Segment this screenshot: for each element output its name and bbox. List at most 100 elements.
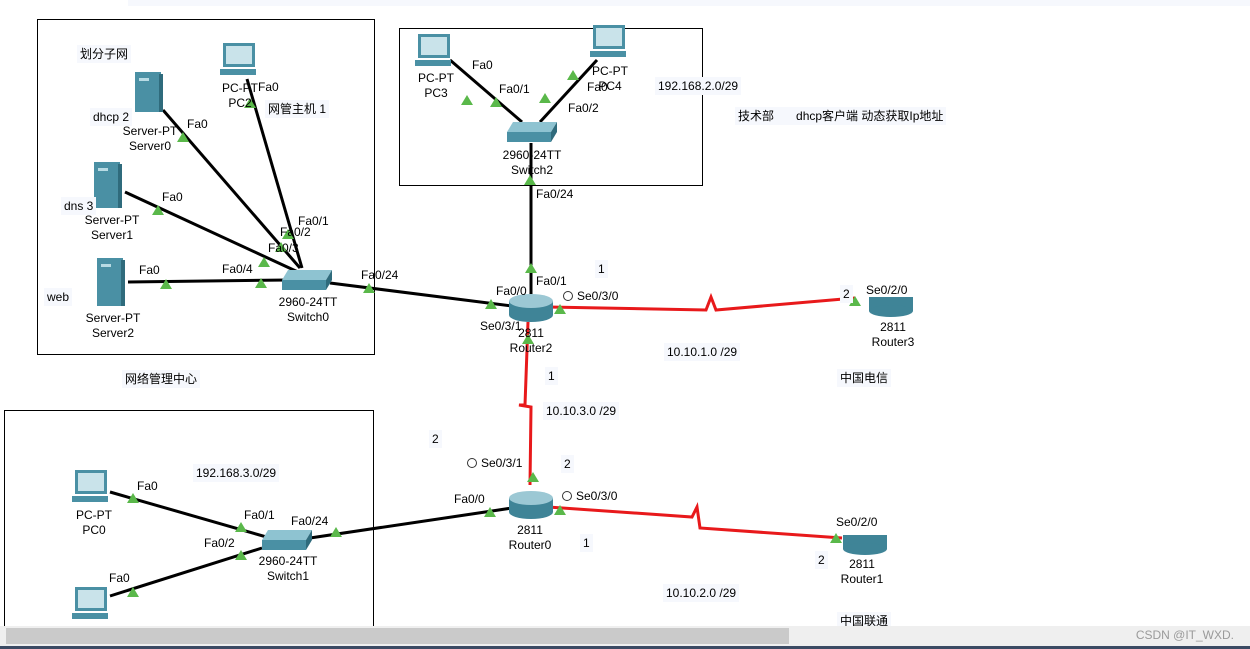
port-label: Fa0/0 (496, 284, 527, 298)
cluster-lan-192-168-3 (4, 410, 374, 641)
port-up-marker (363, 283, 375, 293)
port-up-marker (275, 242, 287, 252)
links-layer (109, 58, 861, 598)
server-icon[interactable] (133, 70, 165, 114)
pc-icon[interactable] (590, 24, 630, 60)
port-up-marker (525, 263, 537, 273)
server-icon[interactable] (92, 160, 124, 210)
port-up-marker (244, 98, 256, 108)
note-host-num: 2 (840, 285, 853, 303)
link-router2-router3 (547, 292, 856, 312)
port-label: Fa0/24 (291, 514, 329, 528)
port-label: Se0/3/0 (562, 489, 617, 503)
port-label: Fa0 (139, 263, 160, 277)
note-lan2-subnet: 192.168.2.0/29 (655, 77, 742, 95)
link-server0-switch0 (161, 109, 302, 269)
link-server1-switch0 (124, 190, 299, 274)
note-unicom: 中国联通 (837, 612, 892, 630)
clock-icon (467, 458, 477, 468)
pc-icon[interactable] (72, 469, 112, 505)
port-up-marker (490, 97, 502, 107)
port-label: Fa0/1 (244, 508, 275, 522)
note-lan3-subnet: 192.168.3.0/29 (193, 464, 280, 482)
note-host-num: 2 (429, 430, 442, 448)
server-icon[interactable] (95, 256, 127, 308)
note-wan3-subnet: 10.10.3.0 /29 (543, 402, 620, 420)
link-switch1-router0 (309, 506, 513, 540)
clock-icon (563, 291, 573, 301)
note-dns-server: dns 3 (61, 197, 97, 215)
router-icon[interactable] (842, 533, 888, 557)
port-up-marker (235, 522, 247, 532)
link-switch0-router2 (329, 281, 513, 308)
port-label: Fa0/0 (454, 492, 485, 506)
port-up-marker (554, 505, 566, 515)
note-admin-host: 网管主机 1 (265, 100, 330, 118)
port-label: Fa0/1 (536, 274, 567, 288)
port-up-marker (539, 93, 551, 103)
note-telecom: 中国电信 (837, 369, 892, 387)
port-label: Se0/2/0 (866, 283, 908, 297)
link-pc3-switch2 (449, 58, 523, 124)
port-up-marker (177, 132, 189, 142)
port-label: Se0/2/0 (836, 515, 878, 529)
port-up-marker (849, 296, 861, 306)
port-label: Fa0/1 (499, 82, 530, 96)
port-up-marker (527, 472, 539, 482)
port-up-marker (484, 507, 496, 517)
link-router0-router1 (547, 502, 843, 540)
note-subnet-plan: 划分子网 (77, 45, 132, 63)
scrollbar-thumb[interactable] (6, 628, 789, 644)
note-host-num: 1 (580, 534, 593, 552)
port-label: Fa0/4 (222, 262, 253, 276)
port-label: Fa0/3 (268, 241, 299, 255)
switch-icon[interactable] (262, 528, 314, 552)
note-dhcp-server: dhcp 2 (90, 108, 133, 126)
note-host-num: 1 (545, 367, 558, 385)
link-pc2-switch0 (245, 78, 304, 269)
cluster-tech-department (399, 28, 703, 186)
port-up-marker (258, 257, 270, 267)
router-icon[interactable] (508, 293, 554, 323)
link-pc4-switch2 (538, 58, 599, 124)
port-up-marker (127, 587, 139, 597)
port-label: Fa0 (587, 80, 608, 94)
port-label: Fa0 (109, 571, 130, 585)
port-label: Fa0/2 (204, 536, 235, 550)
port-up-marker (567, 70, 579, 80)
port-up-marker (461, 95, 473, 105)
link-router2-router0 (518, 321, 533, 486)
switch-icon[interactable] (507, 120, 559, 144)
router-icon[interactable] (508, 490, 554, 520)
horizontal-scrollbar[interactable] (0, 626, 1250, 646)
port-markers (127, 70, 861, 597)
port-label: Se0/3/0 (563, 289, 618, 303)
link-server2-switch0 (127, 278, 289, 284)
port-label: Fa0/1 (298, 214, 329, 228)
port-label: Fa0 (258, 80, 279, 94)
port-label: Fa0 (187, 117, 208, 131)
pc-icon[interactable] (220, 42, 260, 78)
pc-icon[interactable] (72, 586, 112, 622)
port-label: Fa0 (137, 479, 158, 493)
switch-icon[interactable] (282, 268, 334, 292)
pc-icon[interactable] (415, 33, 455, 69)
port-up-marker (160, 279, 172, 289)
port-up-marker (127, 493, 139, 503)
note-wan2-subnet: 10.10.2.0 /29 (663, 584, 740, 602)
router-icon[interactable] (868, 295, 914, 319)
port-label: Fa0/24 (361, 268, 399, 282)
cluster-network-management-center (37, 19, 375, 355)
